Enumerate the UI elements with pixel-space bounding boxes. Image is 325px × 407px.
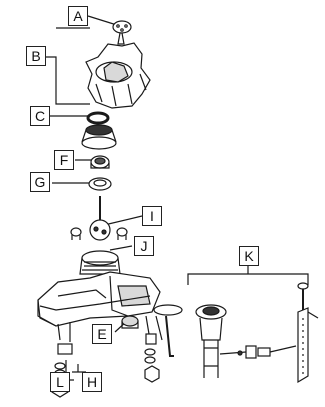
- seat-spring-f: [90, 155, 110, 169]
- callout-a: A: [68, 6, 88, 26]
- seats-springs-j: [70, 227, 128, 240]
- o-ring-c: [86, 111, 110, 125]
- callout-j: J: [134, 236, 154, 256]
- callout-h: H: [82, 372, 102, 392]
- handle-knob-b: [85, 42, 151, 109]
- callout-l: L: [50, 372, 70, 392]
- leader-b: [46, 27, 90, 105]
- callout-k: K: [239, 246, 259, 266]
- callout-e: E: [92, 324, 112, 344]
- leader-j: [109, 245, 133, 251]
- callout-g: G: [30, 172, 50, 192]
- ball-i: [89, 196, 111, 241]
- drain-assembly-k: [195, 304, 297, 378]
- lift-rod-k: [297, 282, 319, 384]
- handle-screw-a: [112, 20, 132, 45]
- spout-e: [121, 304, 183, 329]
- leader-h: [72, 364, 86, 373]
- supply-lines: [57, 315, 174, 357]
- callout-i: I: [142, 206, 162, 226]
- cam-washer-inner: [93, 179, 107, 187]
- leader-k: [187, 266, 309, 285]
- faucet-body: [79, 250, 121, 275]
- callout-c: C: [30, 106, 50, 126]
- callout-f: F: [54, 150, 74, 170]
- bonnet: [81, 124, 117, 150]
- faucet-base: [37, 271, 161, 327]
- callout-b: B: [26, 46, 46, 66]
